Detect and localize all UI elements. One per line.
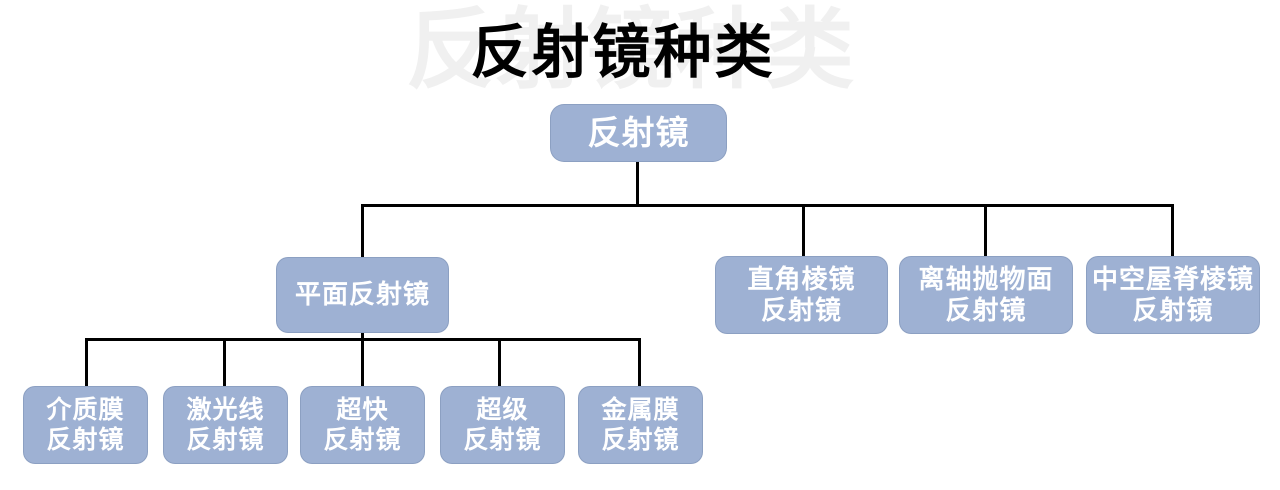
connector-drop-super-mirror: [498, 338, 501, 386]
node-hollow-roof-prism-mirror: 中空屋脊棱镜 反射镜: [1086, 256, 1260, 334]
connector-drop-ultrafast-mirror: [361, 338, 364, 386]
node-laser-line-mirror: 激光线 反射镜: [163, 386, 288, 464]
connector-drop-metal-coated-mirror: [638, 338, 641, 386]
ghost-watermark-title: 反射镜种类: [405, 0, 856, 99]
page-title: 反射镜种类: [470, 20, 776, 85]
connector-level1-bar: [361, 204, 1174, 207]
connector-drop-dielectric-mirror: [85, 338, 88, 386]
connector-drop-laser-line-mirror: [223, 338, 226, 386]
connector-root-stem: [636, 162, 639, 207]
connector-drop-right-angle-prism-mirror: [802, 204, 805, 256]
node-right-angle-prism-mirror: 直角棱镜 反射镜: [715, 256, 888, 334]
connector-flat-mirror-stem: [361, 333, 364, 341]
connector-drop-off-axis-parabolic-mirror: [984, 204, 987, 256]
node-mirror-root: 反射镜: [550, 104, 727, 162]
node-metal-coated-mirror: 金属膜 反射镜: [578, 386, 703, 464]
node-super-mirror: 超级 反射镜: [440, 386, 565, 464]
connector-drop-flat-mirror: [361, 204, 364, 257]
node-off-axis-parabolic-mirror: 离轴抛物面 反射镜: [899, 256, 1073, 334]
node-ultrafast-mirror: 超快 反射镜: [300, 386, 425, 464]
connector-drop-hollow-roof-prism-mirror: [1171, 204, 1174, 256]
node-dielectric-mirror: 介质膜 反射镜: [23, 386, 148, 464]
node-flat-mirror: 平面反射镜: [276, 257, 449, 333]
